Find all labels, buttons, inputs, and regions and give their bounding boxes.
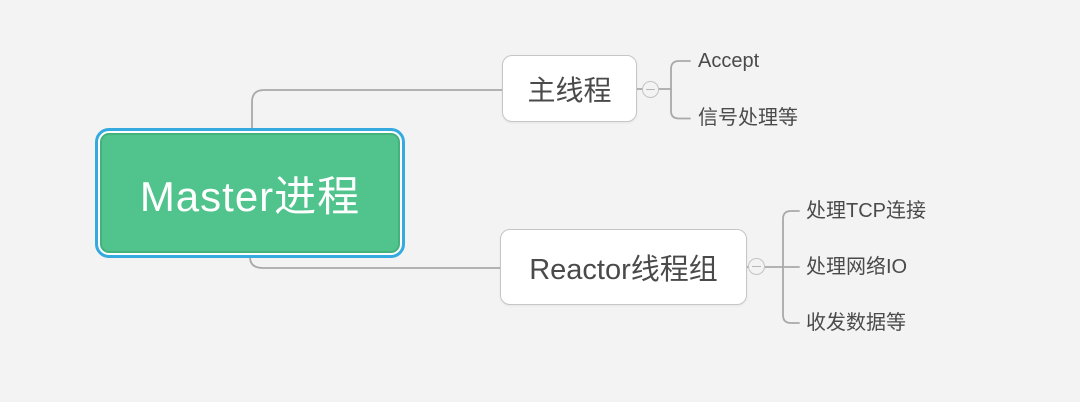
root-node-label: Master进程 <box>139 172 361 220</box>
minus-icon <box>646 88 655 91</box>
root-node-body: Master进程 <box>100 133 400 253</box>
minus-icon <box>752 265 761 268</box>
edge-root-main-thread <box>251 89 503 129</box>
edge-reactor-tcp <box>782 210 800 268</box>
edge-reactor-send <box>782 266 800 324</box>
node-reactor-thread-group-label: Reactor线程组 <box>529 254 718 286</box>
edge-main-signal <box>670 88 691 120</box>
edge-main-accept <box>670 60 691 90</box>
collapse-toggle-main-thread[interactable] <box>642 81 659 98</box>
node-reactor-thread-group[interactable]: Reactor线程组 <box>500 229 747 305</box>
leaf-handle-network-io[interactable]: 处理网络IO <box>806 256 908 278</box>
root-node-master-process[interactable]: Master进程 <box>95 128 405 258</box>
node-main-thread-label: 主线程 <box>527 74 612 106</box>
leaf-accept[interactable]: Accept <box>698 50 760 72</box>
leaf-handle-tcp-connection[interactable]: 处理TCP连接 <box>806 200 926 222</box>
collapse-toggle-reactor-group[interactable] <box>748 258 765 275</box>
leaf-signal-handling[interactable]: 信号处理等 <box>698 107 798 129</box>
leaf-send-receive-data[interactable]: 收发数据等 <box>806 312 906 334</box>
edge-root-reactor <box>249 256 501 269</box>
node-main-thread[interactable]: 主线程 <box>502 55 637 122</box>
